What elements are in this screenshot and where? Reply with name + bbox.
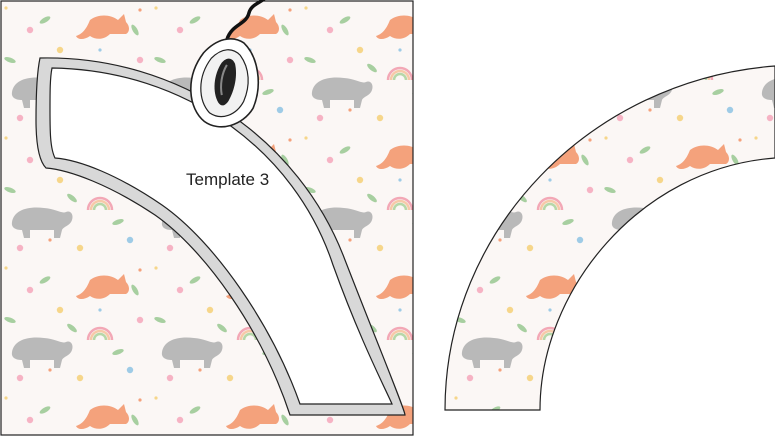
left-panel: Template 3 [1, 0, 413, 435]
right-panel [445, 66, 775, 410]
template-label: Template 3 [186, 170, 269, 189]
cut-fabric-arc [445, 66, 775, 410]
